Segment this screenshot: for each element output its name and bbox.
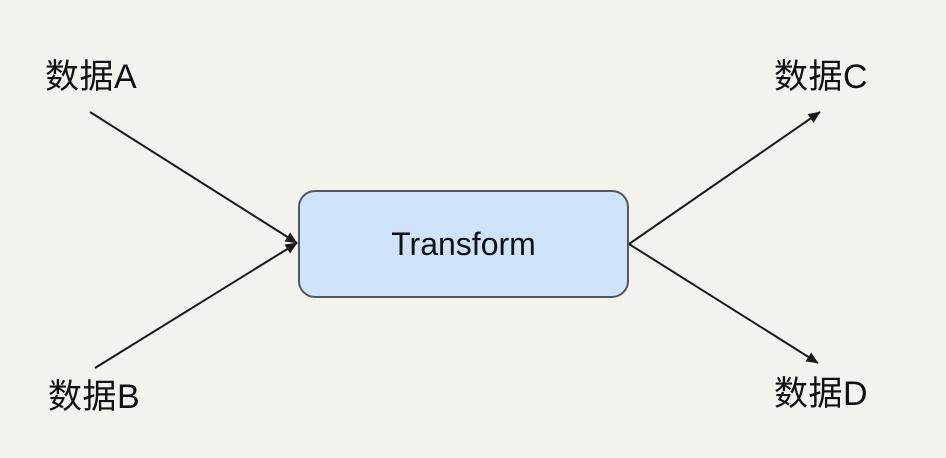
node-output-c: 数据C (774, 58, 869, 96)
node-output-d: 数据D (774, 375, 869, 413)
node-input-b: 数据B (48, 378, 141, 416)
edge-a-to-transform-arrow (89, 111, 298, 244)
edge-transform-to-c-arrow (628, 111, 821, 245)
edge-transform-to-d-arrow (628, 243, 819, 364)
node-transform-label: Transform (391, 225, 536, 262)
node-transform: Transform (298, 190, 629, 298)
edge-b-to-transform-arrow (94, 242, 298, 369)
node-input-a: 数据A (45, 58, 138, 96)
